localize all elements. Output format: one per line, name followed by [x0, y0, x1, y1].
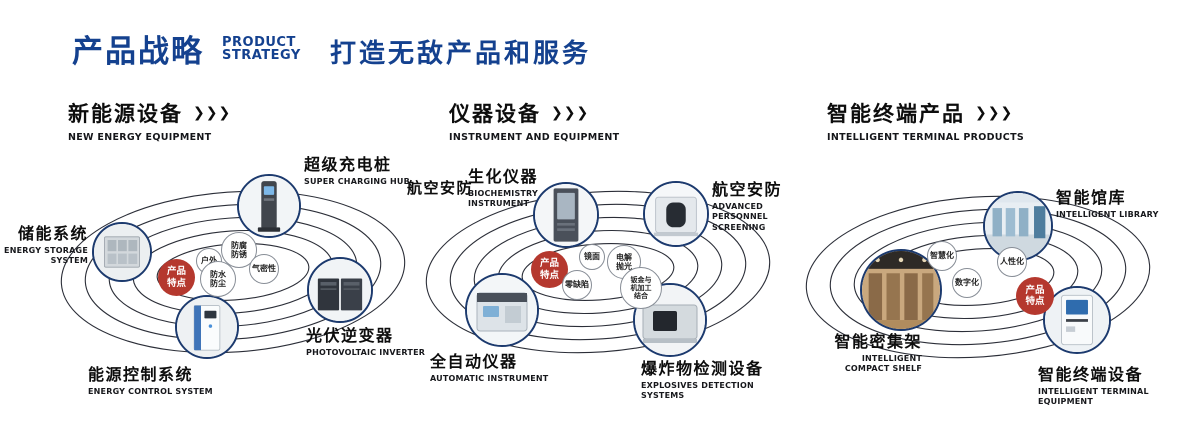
- label-super-charging-hub: 超级充电桩 SUPER CHARGING HUB: [304, 155, 410, 186]
- photovoltaic-inverter-image: [307, 257, 373, 323]
- page-subtitle-en: PRODUCT STRATEGY: [222, 36, 301, 62]
- section-subtitle: INSTRUMENT AND EQUIPMENT: [449, 132, 620, 143]
- page-title: 产品战略: [72, 34, 204, 70]
- page-subtitle-line2: STRATEGY: [222, 48, 301, 63]
- biochemistry-instrument-image: [533, 182, 599, 248]
- label-energy-storage-system: 储能系统 ENERGY STORAGE SYSTEM: [4, 224, 88, 266]
- section-header-new-energy: 新能源设备 ❯❯❯ NEW ENERGY EQUIPMENT: [68, 98, 231, 143]
- energy-storage-system-image: [92, 222, 152, 282]
- feature-bubble: 气密性: [249, 254, 279, 284]
- super-charging-hub-image: [237, 174, 301, 238]
- product-features-badge: 产品特点: [158, 259, 195, 296]
- triple-arrow-icon: ❯❯❯: [193, 105, 232, 121]
- label-automatic-instrument: 全自动仪器 AUTOMATIC INSTRUMENT: [430, 352, 549, 383]
- section-title: 仪器设备: [449, 102, 541, 126]
- product-features-badge: 产品特点: [1016, 277, 1054, 315]
- feature-bubble: 电解抛光: [607, 245, 641, 279]
- feature-bubble: 人性化: [997, 247, 1027, 277]
- personnel-screening-image: [643, 181, 709, 247]
- section-subtitle: INTELLIGENT TERMINAL PRODUCTS: [827, 132, 1025, 143]
- label-personnel-screening: 航空安防 ADVANCED PERSONNEL SCREENING: [712, 180, 783, 232]
- feature-bubble: 镜面: [579, 244, 605, 270]
- intelligent-terminal-equipment-image: [1043, 286, 1111, 354]
- label-intelligent-library: 智能馆库 INTELLIGENT LIBRARY: [1056, 188, 1159, 219]
- feature-bubble: 数字化: [952, 268, 982, 298]
- label-aviation-security-side: 航空安防: [407, 179, 474, 197]
- label-intelligent-compact-shelf: 智能密集架 INTELLIGENT COMPACT SHELF: [834, 332, 922, 374]
- label-explosives-detection: 爆炸物检测设备 EXPLOSIVES DETECTION SYSTEMS: [641, 359, 764, 401]
- product-features-badge: 产品特点: [531, 251, 568, 288]
- label-energy-control-system: 能源控制系统 ENERGY CONTROL SYSTEM: [88, 365, 213, 396]
- section-title: 智能终端产品: [827, 102, 965, 126]
- label-intelligent-terminal-equipment: 智能终端设备 INTELLIGENT TERMINAL EQUIPMENT: [1038, 365, 1149, 407]
- feature-bubble: 智慧化: [927, 241, 957, 271]
- section-title: 新能源设备: [68, 102, 183, 126]
- label-biochemistry-instrument: 生化仪器 BIOCHEMISTRY INSTRUMENT: [468, 167, 539, 209]
- automatic-instrument-image: [465, 273, 539, 347]
- section-header-intelligent-terminal: 智能终端产品 ❯❯❯ INTELLIGENT TERMINAL PRODUCTS: [827, 98, 1024, 143]
- triple-arrow-icon: ❯❯❯: [551, 105, 590, 121]
- intelligent-compact-shelf-image: [860, 249, 942, 331]
- page-subtitle-line1: PRODUCT: [222, 35, 296, 50]
- energy-control-system-image: [175, 295, 239, 359]
- section-header-instrument: 仪器设备 ❯❯❯ INSTRUMENT AND EQUIPMENT: [449, 98, 619, 143]
- orbit-rings-intelligent-terminal: [805, 195, 1151, 359]
- feature-bubble: 钣金与机加工结合: [620, 267, 662, 309]
- feature-bubble: 零缺陷: [562, 270, 592, 300]
- section-subtitle: NEW ENERGY EQUIPMENT: [68, 132, 212, 143]
- tagline: 打造无敌产品和服务: [330, 39, 592, 69]
- triple-arrow-icon: ❯❯❯: [975, 105, 1014, 121]
- feature-bubble: 防水防尘: [200, 261, 236, 297]
- label-photovoltaic-inverter: 光伏逆变器 PHOTOVOLTAIC INVERTER: [306, 326, 426, 357]
